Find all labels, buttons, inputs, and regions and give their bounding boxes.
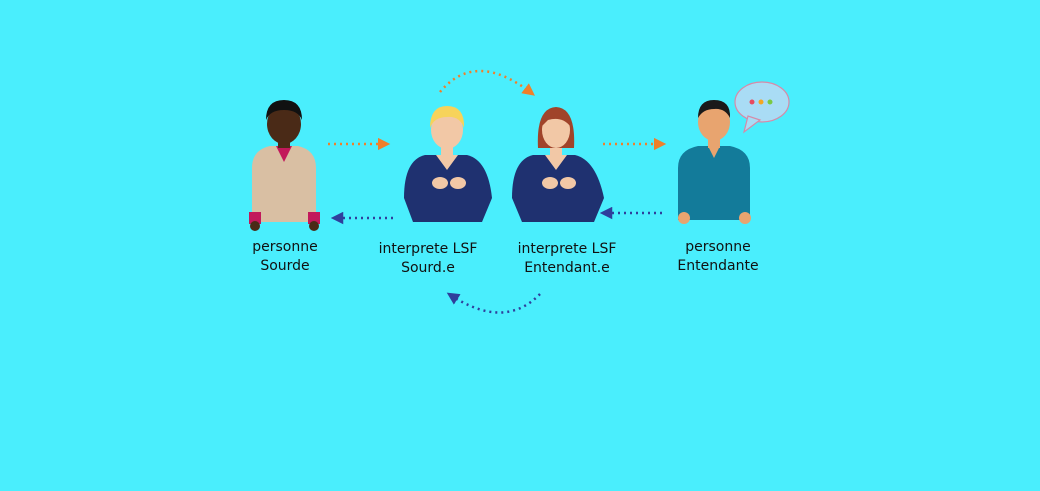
label-line: personne [685,239,751,255]
hearing-person-label: personne Entendante [643,238,793,276]
hearing-interpreter-label: interprete LSF Entendant.e [492,240,642,278]
label-line: Sourde [260,258,310,274]
arrow-interpreter-back-to-interpreter [446,292,541,314]
hearing-person-figure [678,100,751,224]
label-line: interprete LSF [378,241,478,257]
label-line: personne [252,239,318,255]
arrow-interpreter-to-interpreter [439,69,535,96]
label-line: Entendant.e [524,260,610,276]
label-line: Entendante [677,258,759,274]
label-line: interprete LSF [517,241,617,257]
deaf-person-figure [249,100,320,231]
label-line: Sourd.e [401,260,455,276]
hearing-interpreter-figure [512,107,604,222]
deaf-person-label: personne Sourde [210,238,360,276]
deaf-interpreter-figure [404,106,492,222]
deaf-interpreter-label: interprete LSF Sourd.e [353,240,503,278]
speech-bubble-icon [734,81,790,134]
